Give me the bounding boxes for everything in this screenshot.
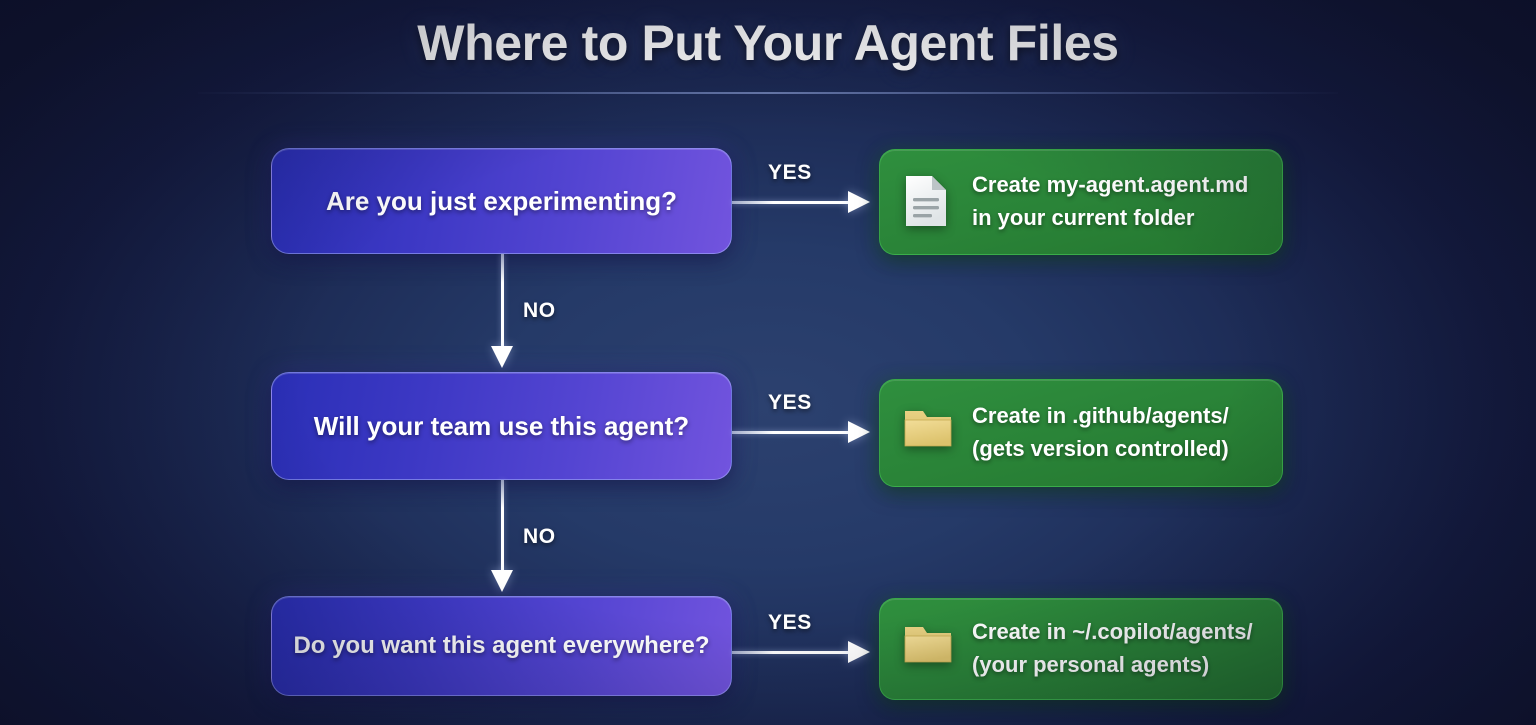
no-label: NO: [523, 299, 556, 322]
outcome-text: Create my-agent.agent.md in your current…: [972, 169, 1248, 234]
outcome-box-github-agents[interactable]: Create in .github/agents/ (gets version …: [879, 379, 1283, 487]
arrow-head-right-icon: [848, 421, 870, 443]
arrow-head-right-icon: [848, 641, 870, 663]
folder-icon: [902, 621, 954, 677]
outcome-line-2: (your personal agents): [972, 652, 1210, 677]
outcome-text: Create in .github/agents/ (gets version …: [972, 400, 1229, 465]
arrow-line: [501, 254, 504, 349]
yes-connector-2: YES: [732, 391, 880, 453]
outcome-box-current-folder[interactable]: Create my-agent.agent.md in your current…: [879, 149, 1283, 255]
arrow-head-down-icon: [491, 570, 513, 592]
arrow-line: [732, 651, 850, 654]
title-container: Where to Put Your Agent Files: [0, 18, 1536, 68]
yes-label: YES: [768, 391, 812, 414]
outcome-box-copilot-agents[interactable]: Create in ~/.copilot/agents/ (your perso…: [879, 598, 1283, 700]
outcome-line-2: (gets version controlled): [972, 436, 1229, 461]
arrow-line: [732, 431, 850, 434]
decision-box-everywhere[interactable]: Do you want this agent everywhere?: [271, 596, 732, 696]
yes-connector-3: YES: [732, 611, 880, 673]
decision-label: Do you want this agent everywhere?: [293, 632, 710, 659]
arrow-line: [501, 480, 504, 573]
title-divider: [198, 92, 1338, 94]
arrow-line: [732, 201, 850, 204]
arrow-head-right-icon: [848, 191, 870, 213]
decision-box-experimenting[interactable]: Are you just experimenting?: [271, 148, 732, 254]
decision-label: Will your team use this agent?: [313, 410, 690, 441]
outcome-line-1: Create my-agent.agent.md: [972, 172, 1249, 198]
yes-label: YES: [768, 161, 812, 184]
arrow-head-down-icon: [491, 346, 513, 368]
outcome-line-1: Create in .github/agents/: [972, 403, 1229, 429]
no-label: NO: [523, 525, 556, 548]
document-icon: [902, 174, 954, 230]
outcome-line-1: Create in ~/.copilot/agents/: [972, 619, 1253, 645]
yes-connector-1: YES: [732, 161, 880, 223]
no-connector-1: NO: [489, 254, 609, 372]
decision-label: Are you just experimenting?: [325, 185, 678, 216]
no-connector-2: NO: [489, 480, 609, 596]
page-title: Where to Put Your Agent Files: [417, 15, 1119, 71]
outcome-line-2: in your current folder: [972, 205, 1195, 230]
yes-label: YES: [768, 611, 812, 634]
outcome-text: Create in ~/.copilot/agents/ (your perso…: [972, 616, 1253, 681]
decision-box-team-use[interactable]: Will your team use this agent?: [271, 372, 732, 480]
folder-icon: [902, 405, 954, 461]
